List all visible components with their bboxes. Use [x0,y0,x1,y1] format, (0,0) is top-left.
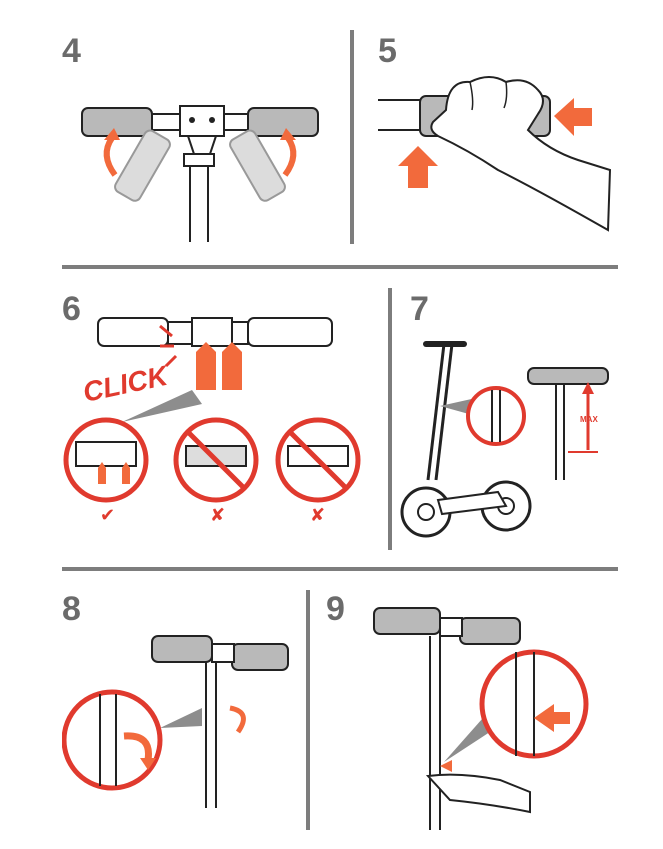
max-label: MAX [580,415,598,424]
wrong-mark-1: ✘ [210,505,226,526]
step8-illustration [62,635,289,808]
step5-illustration [378,76,612,232]
divider-horizontal-2 [62,567,618,571]
step9-illustration [373,607,589,830]
grip-right [247,107,319,137]
arrow-push-up [398,146,438,188]
step6-illustration: CLICK [63,317,361,503]
step7-illustration: MAX [400,341,609,538]
step-number-6: 6 [62,290,81,328]
divider-vertical-row1 [350,30,354,244]
grip-left [81,107,153,137]
step-number-4: 4 [62,32,81,70]
step4-illustration [81,105,319,242]
step-number-9: 9 [326,590,345,628]
hand [430,76,612,232]
correct-mark: ✔ [100,505,116,526]
divider-horizontal-1 [62,265,618,269]
arrow-push-left [554,98,592,136]
step-number-5: 5 [378,32,397,70]
wrong-mark-2: ✘ [310,505,326,526]
arrow-right [282,136,297,177]
divider-vertical-row2 [388,288,392,550]
step-number-8: 8 [62,590,81,628]
click-label: CLICK [80,359,172,407]
clamp [179,105,225,137]
divider-vertical-row3 [306,590,310,830]
arrow-left [103,136,118,177]
step-number-7: 7 [410,290,429,328]
